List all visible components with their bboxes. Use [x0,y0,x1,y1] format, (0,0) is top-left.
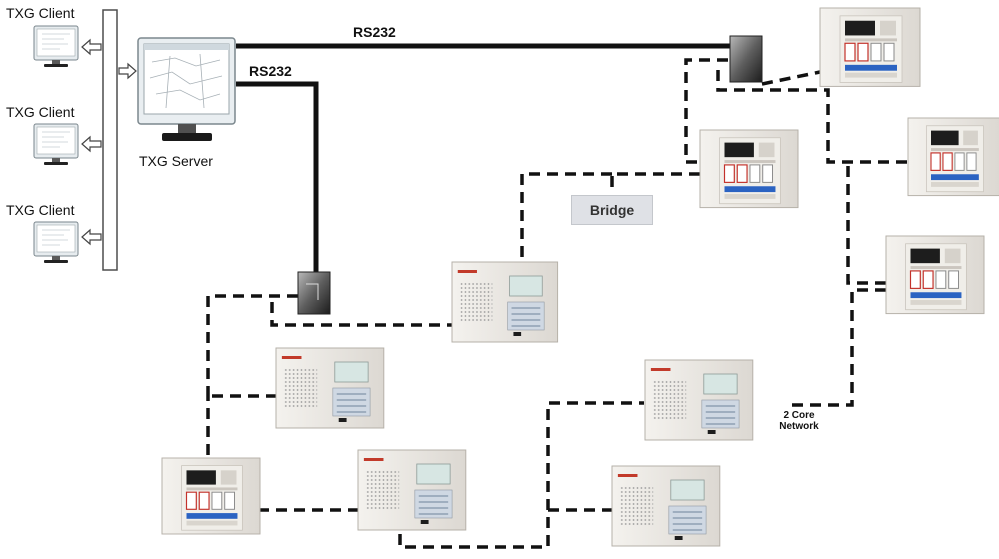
rs232-cable-left [236,81,319,278]
fire-panel-lcd-icon [161,457,261,535]
fire-panel-lcd-icon [885,235,985,315]
fire-panel-speaker-icon [644,359,754,441]
server-label: TXG Server [139,153,213,169]
fire-panel-lcd-icon [819,7,921,88]
fire-panel-speaker-icon [357,449,467,531]
bridge-box: Bridge [571,195,653,225]
fire-panel-lcd-icon [699,129,799,209]
monitor-icon [33,123,79,166]
client-label: TXG Client [6,202,75,218]
arrow-icon [81,38,137,246]
fire-panel-lcd-icon [907,117,999,197]
client-bus [102,9,118,271]
bridge-label: Bridge [589,202,635,218]
fire-panel-speaker-icon [611,465,721,547]
server-monitor-icon [137,37,236,141]
client-label: TXG Client [6,104,75,120]
interface-box-icon [297,271,331,315]
network-label-line2: Network [779,421,819,432]
network-label-line1: 2 Core [783,410,815,421]
monitor-icon [33,221,79,264]
client-label: TXG Client [6,5,75,21]
fire-panel-speaker-icon [275,347,385,429]
network-label: 2 Core Network [774,410,824,432]
interface-box-icon [729,35,763,83]
rs232-label-left: RS232 [249,63,292,79]
rs232-label-top: RS232 [353,24,396,40]
fire-panel-speaker-icon [451,261,559,343]
monitor-icon [33,25,79,68]
